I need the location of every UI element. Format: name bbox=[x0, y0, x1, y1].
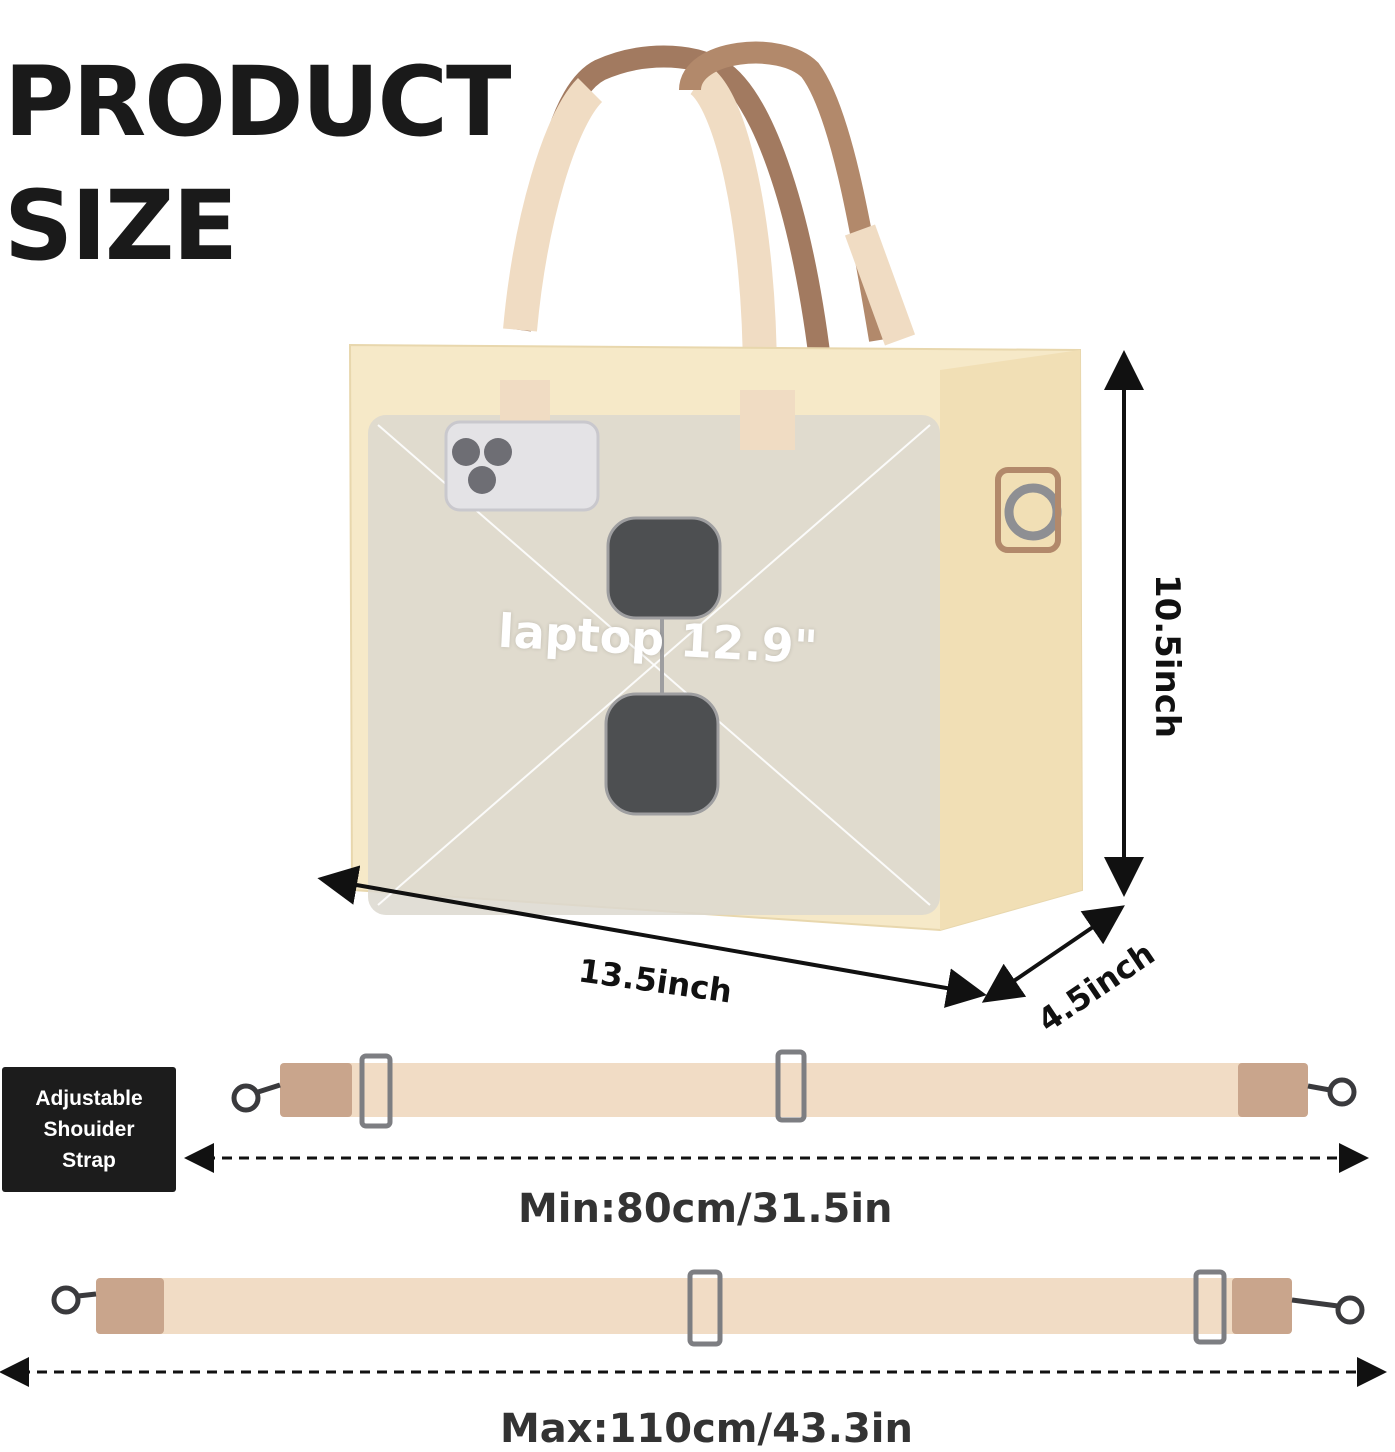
clasp-hook-icon bbox=[51, 1285, 97, 1315]
bag-handles bbox=[503, 41, 916, 381]
width-arrow-icon bbox=[317, 865, 987, 1008]
min-length-label: Min:80cm/31.5in bbox=[518, 1186, 893, 1232]
strap-short bbox=[231, 1049, 1357, 1129]
strap-badge-line1: Adjustable bbox=[35, 1087, 143, 1110]
strap-badge-line3: Strap bbox=[62, 1149, 116, 1172]
depth-arrow-icon bbox=[981, 905, 1125, 1003]
page-title: PRODUCT SIZE bbox=[4, 40, 511, 288]
title-line-product: PRODUCT bbox=[4, 46, 511, 158]
strap-badge-line2: Shouider bbox=[43, 1118, 135, 1141]
max-length-label: Max:110cm/43.3in bbox=[500, 1406, 913, 1452]
title-line-size: SIZE bbox=[4, 170, 238, 282]
phone-icon bbox=[444, 420, 600, 512]
strap-long bbox=[51, 1269, 1365, 1347]
clasp-hook-icon bbox=[231, 1082, 281, 1113]
height-label: 10.5inch bbox=[1147, 573, 1188, 739]
strap-badge: Adjustable Shouider Strap bbox=[2, 1067, 176, 1192]
clasp-hook-icon bbox=[1291, 1295, 1365, 1325]
sunglasses-icon bbox=[604, 516, 722, 816]
clasp-hook-icon bbox=[1307, 1077, 1357, 1107]
